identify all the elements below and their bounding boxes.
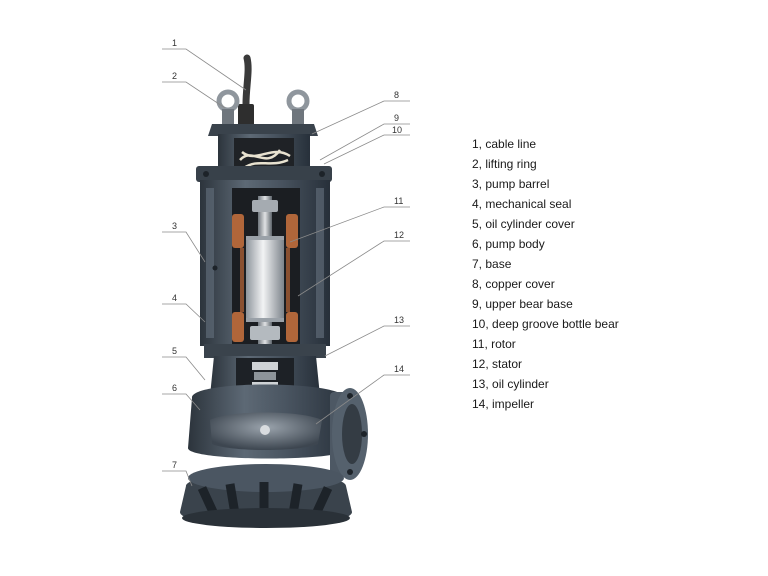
callout-3: 3 (172, 221, 177, 231)
lifting-ring-left (216, 89, 240, 125)
outlet-flange (330, 388, 368, 480)
callout-5: 5 (172, 346, 177, 356)
callout-13: 13 (394, 315, 404, 325)
legend-item-pump-barrel: 3, pump barrel (472, 177, 550, 191)
leader-lines (162, 48, 410, 487)
legend-item-upper-bear-base: 9, upper bear base (472, 297, 573, 311)
callout-7: 7 (172, 460, 177, 470)
callout-numbers: 1 2 3 4 5 6 7 8 9 10 11 12 13 14 (172, 38, 404, 470)
upper-bearing (252, 200, 278, 212)
cable-gland (238, 104, 254, 126)
legend-item-mechanical-seal: 4, mechanical seal (472, 197, 572, 211)
callout-1: 1 (172, 38, 177, 48)
legend-item-lifting-ring: 2, lifting ring (472, 157, 537, 171)
oil-cylinder-cover (204, 344, 326, 358)
base (180, 464, 352, 528)
rotor (246, 236, 284, 322)
callout-9: 9 (394, 113, 399, 123)
lower-bearing (250, 326, 280, 340)
callout-2: 2 (172, 71, 177, 81)
callout-8: 8 (394, 90, 399, 100)
legend-item-rotor: 11, rotor (472, 337, 516, 351)
lifting-ring-right (286, 89, 310, 125)
callout-14: 14 (394, 364, 404, 374)
callout-11: 11 (394, 196, 403, 206)
top-cover (208, 124, 318, 136)
legend-item-cable-line: 1, cable line (472, 137, 537, 151)
callout-4: 4 (172, 293, 177, 303)
callout-10: 10 (392, 125, 402, 135)
legend-item-stator: 12, stator (472, 357, 523, 371)
upper-flange (196, 166, 332, 182)
legend-item-copper-cover: 8, copper cover (472, 277, 555, 291)
callout-6: 6 (172, 383, 177, 393)
legend-item-pump-body: 6, pump body (472, 237, 545, 251)
legend-item-impeller: 14, impeller (472, 397, 535, 411)
cable-line (242, 54, 252, 132)
legend-item-oil-cylinder-cover: 5, oil cylinder cover (472, 217, 575, 231)
legend-item-deep-groove-bottle-bear: 10, deep groove bottle bear (472, 317, 619, 331)
legend-item-base: 7, base (472, 257, 512, 271)
parts-legend: 1, cable line 2, lifting ring 3, pump ba… (472, 134, 619, 414)
callout-12: 12 (394, 230, 404, 240)
legend-item-oil-cylinder: 13, oil cylinder (472, 377, 549, 391)
stator (232, 214, 298, 342)
